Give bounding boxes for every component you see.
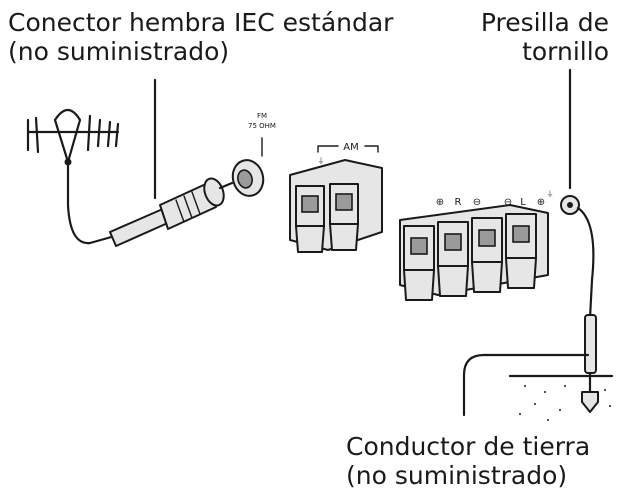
screw-clip-label: Presilla de tornillo [481,8,609,66]
speaker-terminal-labels: ⊕ R ⊖ ⊖ L ⊕ [436,197,545,208]
speaker-terminal-block [399,204,549,301]
iec-connector-label-line1: Conector hembra IEC estándar [8,8,394,37]
fm-terminal-label: FM [257,112,267,120]
ground-surface-line [462,353,590,417]
screw-clip: ⏚ [547,190,580,215]
l-channel-label: L [520,197,526,208]
screw-clip-label-line1: Presilla de [480,8,609,37]
ground-wire-label-line1: Conductor de tierra [346,432,591,461]
antenna-icon [26,108,120,207]
am-terminal-block [289,159,383,253]
earth-texture [519,385,611,421]
iec-connector-label-line2: (no suministrado) [8,37,230,66]
minus-l-label: ⊖ [504,197,512,208]
ground-wire [576,206,595,320]
iec-connector-plug [109,177,234,247]
r-channel-label: R [455,197,462,208]
ground-wire-label: Conductor de tierra (no suministrado) [346,432,590,490]
ground-wire-clamp [584,314,597,374]
iec-connector-label: Conector hembra IEC estándar (no suminis… [8,8,393,66]
plus-l-label: ⊕ [537,197,545,208]
plus-r-label: ⊕ [436,197,444,208]
am-terminal-group: AM ⏚ [317,142,379,165]
fm-impedance-label: 75 OHM [248,122,276,130]
minus-r-label: ⊖ [473,197,481,208]
antenna-cable [66,203,117,245]
ground-symbol-icon: ⏚ [318,157,325,165]
am-terminal-label: AM [343,142,358,153]
ground-wire-label-line2: (no suministrado) [346,461,568,490]
ground-stake-icon [581,391,599,413]
screw-clip-label-line2: tornillo [522,37,609,66]
fm-socket: FM 75 OHM [231,112,276,197]
ground-symbol-icon: ⏚ [547,190,554,198]
